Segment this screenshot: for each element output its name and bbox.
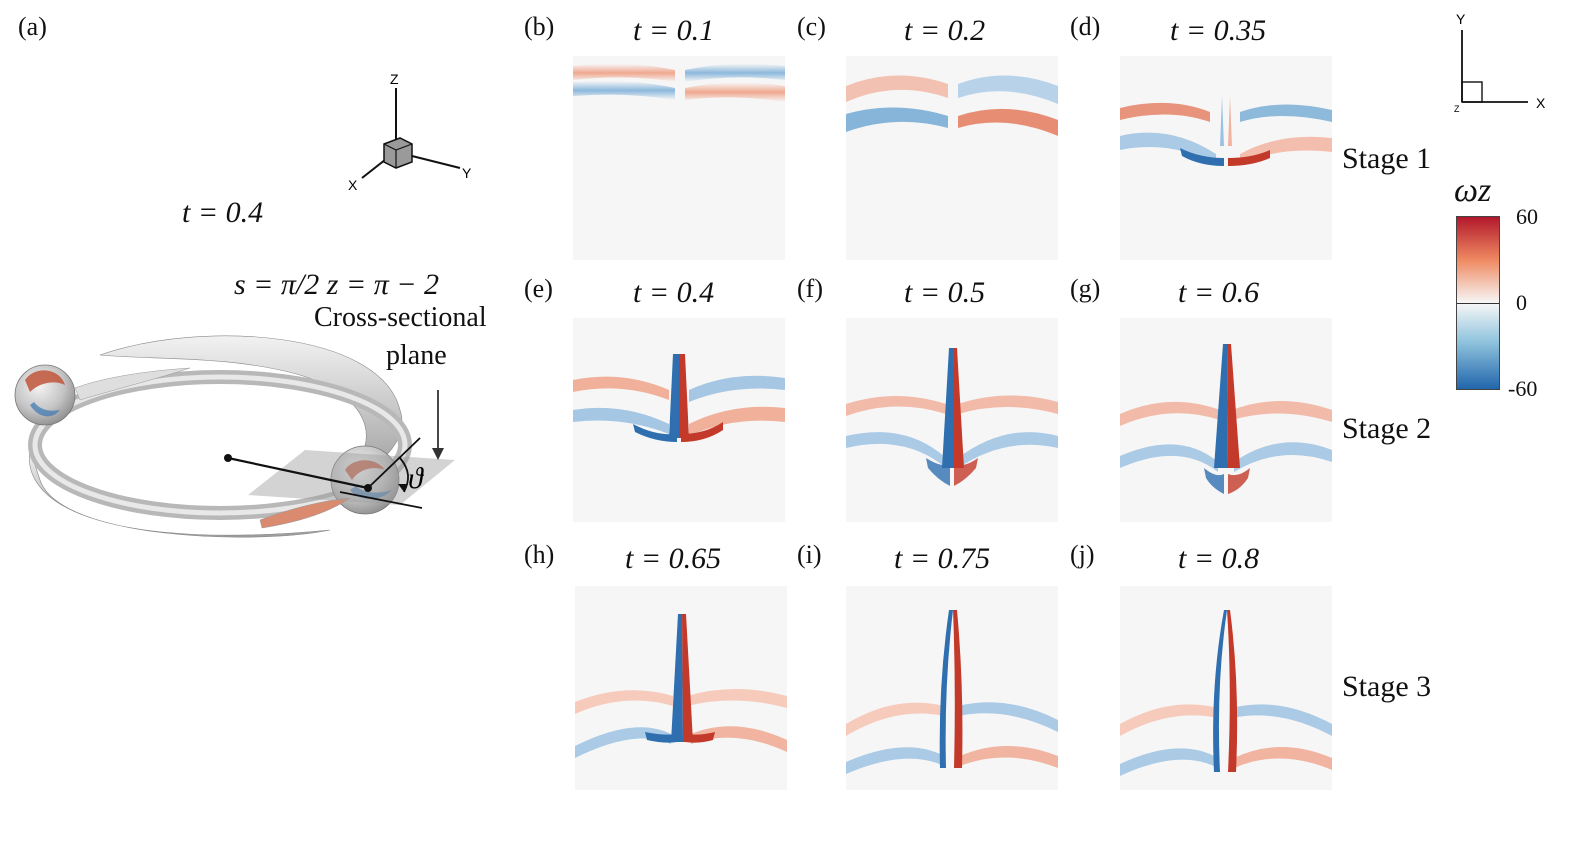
colorbar-min-label: -60 bbox=[1508, 376, 1538, 401]
axis-x-label: X bbox=[348, 177, 358, 193]
colorbar-zero-line bbox=[1457, 303, 1499, 304]
xy-axis-y-label: Y bbox=[1456, 11, 1466, 27]
panel-a-params: s = π/2 z = π − 2 bbox=[234, 268, 439, 301]
panel-i-image bbox=[846, 586, 1058, 790]
panel-b-label: (b) bbox=[524, 12, 555, 41]
panel-g-image bbox=[1120, 318, 1332, 522]
panel-j-image bbox=[1120, 586, 1332, 790]
xy-axis-z-label: Z bbox=[1454, 104, 1460, 114]
panel-j-time: t = 0.8 bbox=[1178, 542, 1260, 575]
colorbar-title: ωz bbox=[1454, 172, 1492, 209]
panel-g-label: (g) bbox=[1070, 274, 1101, 303]
panel-f-image bbox=[846, 318, 1058, 522]
panel-e-label: (e) bbox=[524, 274, 553, 303]
vortex-ring-illustration: ϑ bbox=[14, 335, 455, 538]
panel-d-image bbox=[1120, 56, 1332, 260]
panel-d-time: t = 0.35 bbox=[1170, 14, 1267, 47]
panel-h-time: t = 0.65 bbox=[625, 542, 722, 575]
plane-label-line1: Cross-sectional bbox=[314, 302, 487, 333]
panel-b-image bbox=[573, 56, 785, 260]
panel-i-label: (i) bbox=[797, 540, 822, 569]
colorbar bbox=[1456, 216, 1500, 390]
plane-label-line2: plane bbox=[386, 340, 447, 371]
panel-g-time: t = 0.6 bbox=[1178, 276, 1260, 309]
panel-a-time: t = 0.4 bbox=[182, 196, 264, 229]
stage-2-label: Stage 2 bbox=[1342, 412, 1432, 445]
panel-c-image bbox=[846, 56, 1058, 260]
axis-triad-3d: Z X Y bbox=[348, 71, 472, 193]
axis-triad-xy: Y X Z bbox=[1454, 11, 1546, 114]
panel-e-time: t = 0.4 bbox=[633, 276, 715, 309]
panel-b-time: t = 0.1 bbox=[633, 14, 715, 47]
panel-i-time: t = 0.75 bbox=[894, 542, 991, 575]
panel-d-label: (d) bbox=[1070, 12, 1101, 41]
panel-j-label: (j) bbox=[1070, 540, 1095, 569]
panel-f-time: t = 0.5 bbox=[904, 276, 986, 309]
panel-c-label: (c) bbox=[797, 12, 826, 41]
xy-axis-x-label: X bbox=[1536, 95, 1546, 111]
colorbar-max-label: 60 bbox=[1516, 204, 1538, 229]
angle-symbol: ϑ bbox=[408, 462, 425, 495]
panel-f-label: (f) bbox=[797, 274, 823, 303]
panel-h-label: (h) bbox=[524, 540, 555, 569]
panel-e-image bbox=[573, 318, 785, 522]
panel-a-label: (a) bbox=[18, 12, 47, 41]
stage-3-label: Stage 3 bbox=[1342, 670, 1432, 703]
panel-h-image bbox=[575, 586, 787, 790]
stage-1-label: Stage 1 bbox=[1342, 142, 1432, 175]
panel-c-time: t = 0.2 bbox=[904, 14, 986, 47]
axis-y-label: Y bbox=[462, 165, 472, 181]
colorbar-mid-label: 0 bbox=[1516, 290, 1527, 315]
axis-z-label: Z bbox=[390, 71, 399, 87]
